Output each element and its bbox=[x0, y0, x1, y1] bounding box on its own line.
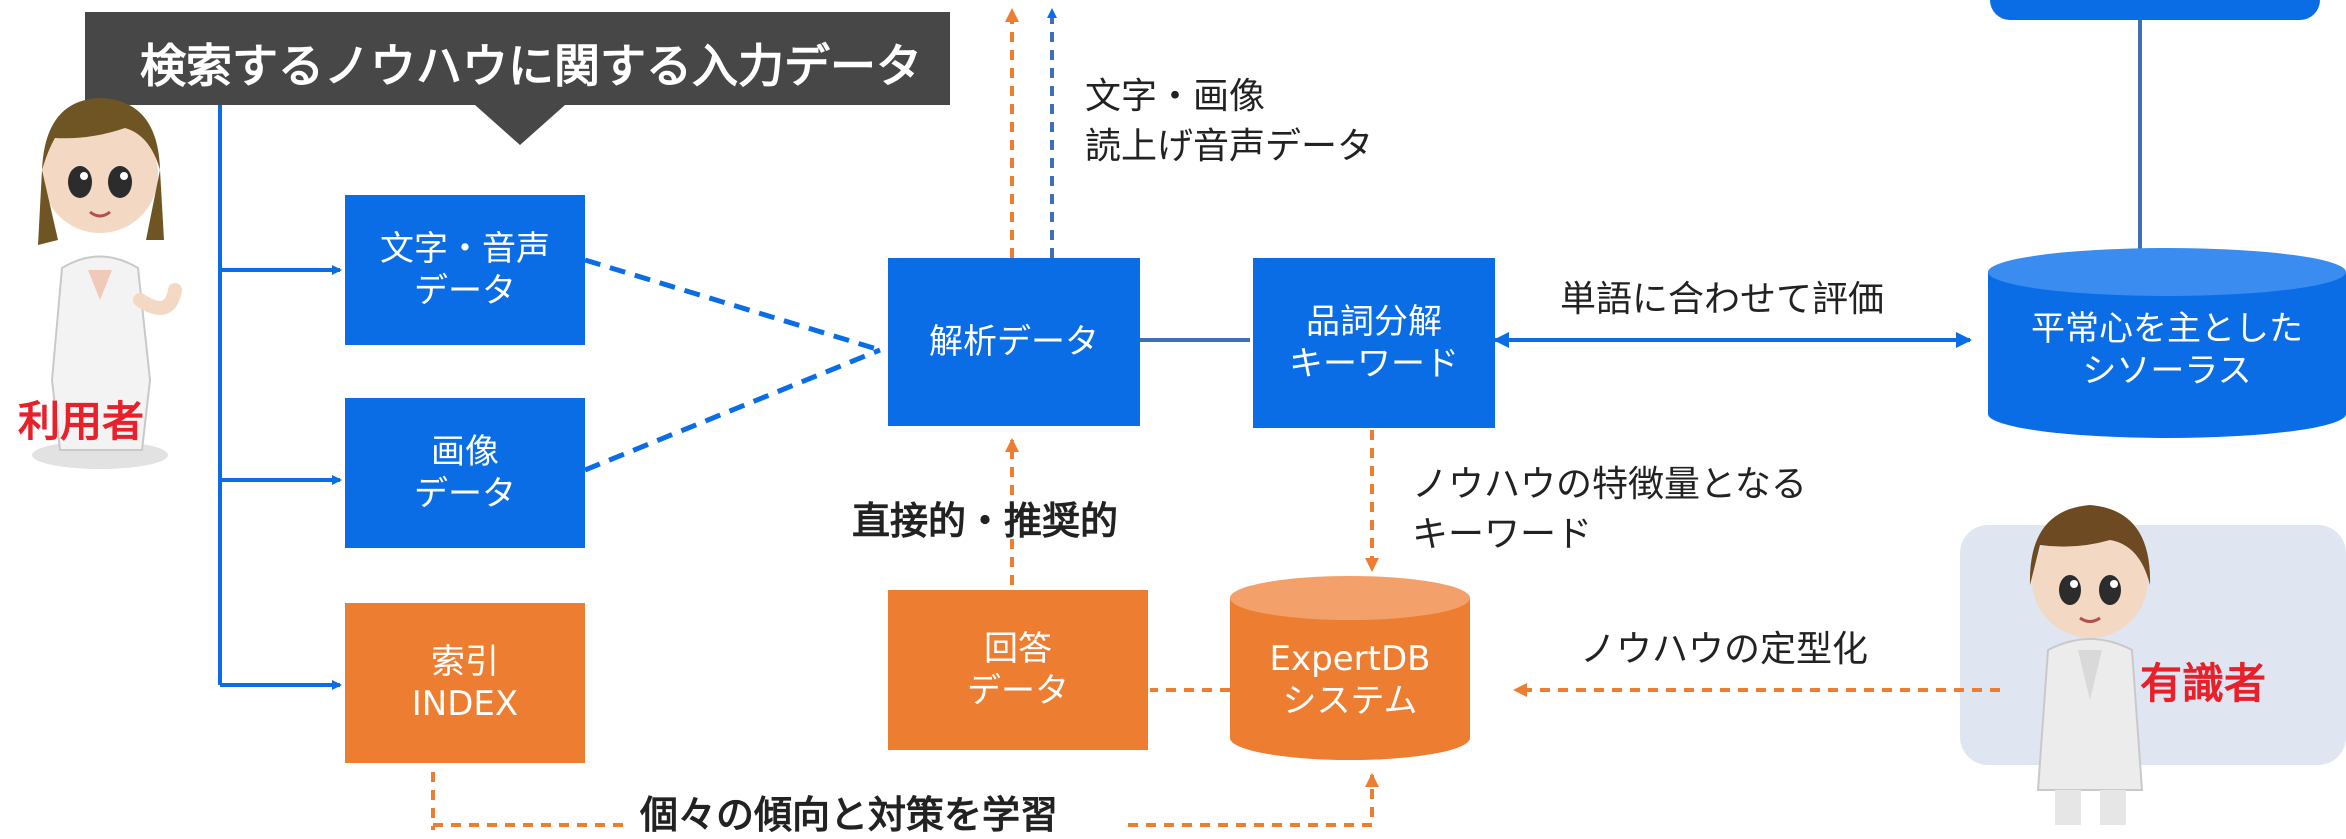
evaluate-by-word-label: 単語に合わせて評価 bbox=[1560, 279, 1885, 320]
banner-title: 検索するノウハウに関する入力データ bbox=[140, 39, 922, 93]
learning-loop-line bbox=[431, 772, 1372, 830]
answer-data-box: 回答 データ bbox=[888, 590, 1148, 750]
pos-keyword-box: 品詞分解 キーワード bbox=[1253, 258, 1495, 428]
thesaurus-label: 平常心を主とした シソーラス bbox=[2031, 308, 2303, 392]
learn-trends-label: 個々の傾向と対策を学習 bbox=[640, 793, 1059, 837]
standardize-label: ノウハウの定型化 bbox=[1580, 629, 1869, 670]
text-image-voice-label: 文字・画像 読上げ音声データ bbox=[1085, 76, 1374, 168]
text-voice-data-box: 文字・音声 データ bbox=[345, 195, 585, 345]
direct-recommend-label: 直接的・推奨的 bbox=[852, 499, 1119, 543]
user-avatar bbox=[32, 98, 182, 469]
expert-card bbox=[1960, 525, 2346, 765]
user-label: 利用者 bbox=[18, 397, 145, 446]
expert-avatar bbox=[2029, 505, 2151, 825]
index-box: 索引 INDEX bbox=[345, 603, 585, 763]
input-data-banner bbox=[85, 12, 950, 145]
input-to-analysis-lines bbox=[584, 257, 881, 473]
image-data-box: 画像 データ bbox=[345, 398, 585, 548]
feature-keyword-label: ノウハウの特徴量となる キーワード bbox=[1412, 464, 1807, 556]
expert-label: 有識者 bbox=[2140, 659, 2267, 708]
expertdb-cylinder bbox=[1230, 576, 1470, 760]
user-branch-lines bbox=[218, 105, 342, 690]
thesaurus-cylinder bbox=[1988, 248, 2346, 438]
analysis-data-box: 解析データ bbox=[888, 258, 1140, 426]
top-db-edge bbox=[1990, 0, 2320, 20]
expertdb-label: ExpertDB システム bbox=[1269, 638, 1431, 722]
